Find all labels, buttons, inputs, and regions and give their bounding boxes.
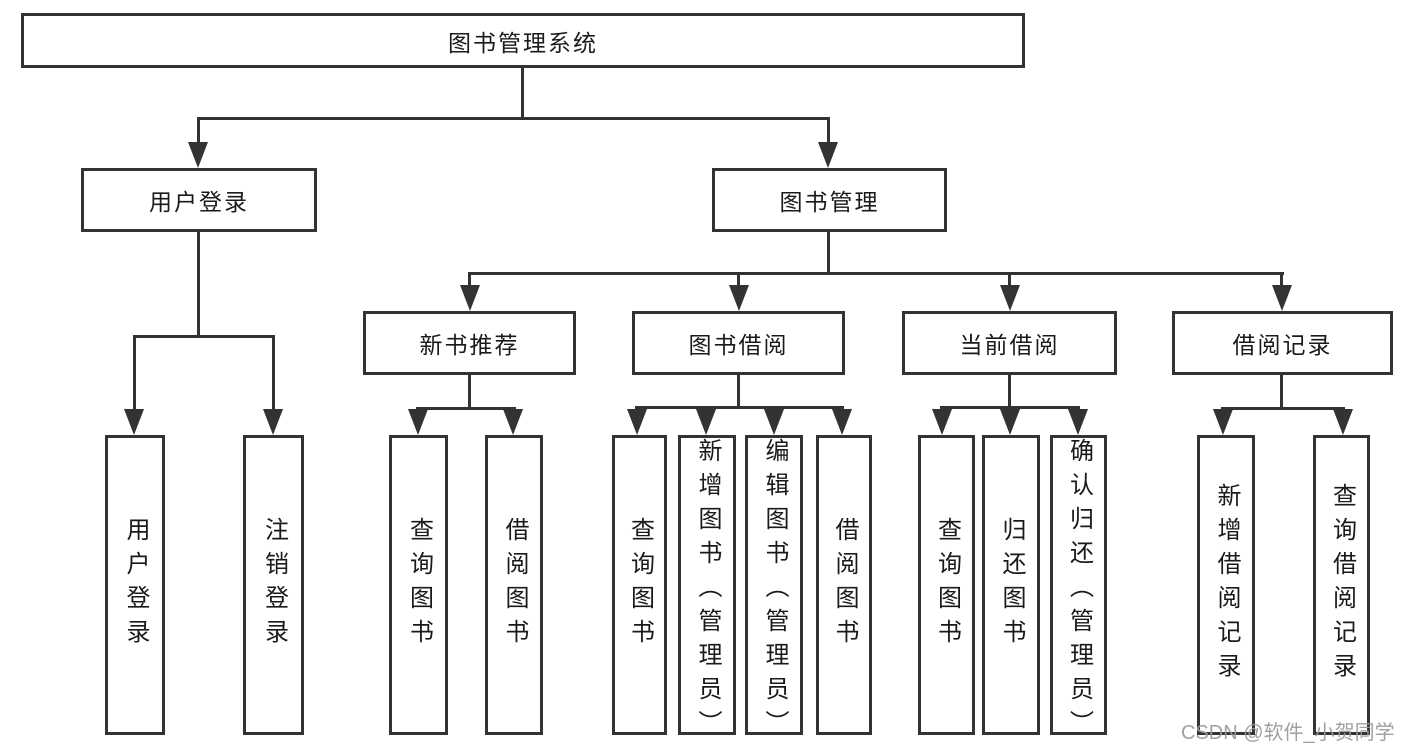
connector-level2-rail	[197, 117, 830, 120]
leaf-query-books-current: 查询图书	[918, 435, 975, 735]
node-book-management-label: 图书管理	[779, 189, 880, 215]
node-borrowing-records: 借阅记录	[1172, 311, 1393, 375]
leaf-add-books-admin-label: 新增图书（管理员）	[694, 438, 721, 744]
connector-userlogin-stem	[197, 232, 200, 338]
node-user-login-group-label: 用户登录	[149, 189, 249, 215]
connector-bookborrow-rail	[635, 406, 844, 409]
connector-records-stem	[1280, 375, 1283, 410]
node-borrowing-records-label: 借阅记录	[1232, 332, 1333, 358]
arrow-down-icon	[124, 409, 144, 435]
node-library-system-label: 图书管理系统	[448, 29, 598, 56]
leaf-query-borrow-record: 查询借阅记录	[1313, 435, 1370, 735]
arrow-shaft	[1280, 272, 1283, 290]
node-book-management: 图书管理	[712, 168, 947, 232]
connector-newbooks-rail	[416, 407, 516, 410]
arrow-down-icon	[1000, 409, 1020, 435]
connector-newbooks-stem	[468, 375, 471, 410]
arrow-down-icon	[627, 409, 647, 435]
node-new-book-recommend: 新书推荐	[363, 311, 576, 375]
csdn-watermark: CSDN @软件_小贺同学	[1181, 722, 1395, 744]
leaf-query-books-recommend-label: 查询图书	[405, 517, 433, 653]
leaf-add-borrow-record: 新增借阅记录	[1197, 435, 1255, 735]
arrow-shaft	[197, 117, 200, 147]
leaf-borrow-books-recommend-label: 借阅图书	[501, 517, 528, 653]
leaf-return-books: 归还图书	[982, 435, 1040, 735]
leaf-query-books-borrow-label: 查询图书	[626, 517, 654, 653]
arrow-shaft	[133, 335, 136, 415]
arrow-down-icon	[1068, 409, 1088, 435]
arrow-down-icon	[408, 409, 428, 435]
arrow-down-icon	[932, 409, 952, 435]
connector-level3-rail	[468, 272, 1284, 275]
connector-bookborrow-stem	[737, 375, 740, 409]
arrow-down-icon	[832, 409, 852, 435]
node-current-borrowing: 当前借阅	[902, 311, 1117, 375]
arrow-shaft	[827, 117, 830, 147]
arrow-down-icon	[1000, 285, 1020, 311]
connector-bookmgmt-stem	[827, 232, 830, 275]
arrow-down-icon	[460, 285, 480, 311]
connector-root-stem	[521, 68, 524, 120]
connector-records-rail	[1221, 407, 1345, 410]
connector-userlogin-rail	[133, 335, 275, 338]
arrow-down-icon	[696, 409, 716, 435]
arrow-shaft	[737, 272, 740, 290]
leaf-borrow-books-borrow-label: 借阅图书	[831, 517, 858, 653]
connector-currentborrow-stem	[1008, 375, 1011, 409]
arrow-down-icon	[729, 285, 749, 311]
arrow-down-icon	[764, 409, 784, 435]
node-new-book-recommend-label: 新书推荐	[419, 332, 520, 358]
arrow-shaft	[468, 272, 471, 290]
node-current-borrowing-label: 当前借阅	[959, 332, 1060, 358]
connector-currentborrow-rail	[940, 406, 1080, 409]
leaf-user-login-label: 用户登录	[122, 517, 149, 653]
leaf-add-books-admin: 新增图书（管理员）	[678, 435, 736, 744]
node-user-login-group: 用户登录	[81, 168, 317, 232]
leaf-user-login: 用户登录	[105, 435, 165, 735]
leaf-borrow-books-borrow: 借阅图书	[816, 435, 872, 735]
arrow-down-icon	[188, 142, 208, 168]
leaf-add-borrow-record-label: 新增借阅记录	[1213, 483, 1240, 687]
arrow-down-icon	[263, 409, 283, 435]
leaf-logout-login-label: 注销登录	[260, 517, 288, 653]
leaf-borrow-books-recommend: 借阅图书	[485, 435, 543, 735]
leaf-query-books-current-label: 查询图书	[933, 517, 961, 653]
arrow-down-icon	[818, 142, 838, 168]
node-book-borrowing-label: 图书借阅	[688, 332, 789, 358]
leaf-logout-login: 注销登录	[243, 435, 304, 735]
arrow-down-icon	[1333, 409, 1353, 435]
arrow-down-icon	[503, 409, 523, 435]
node-library-system: 图书管理系统	[21, 13, 1025, 68]
leaf-query-borrow-record-label: 查询借阅记录	[1328, 483, 1356, 687]
node-book-borrowing: 图书借阅	[632, 311, 845, 375]
leaf-edit-books-admin: 编辑图书（管理员）	[745, 435, 803, 744]
arrow-down-icon	[1272, 285, 1292, 311]
leaf-return-books-label: 归还图书	[998, 517, 1025, 653]
leaf-confirm-return-admin-label: 确认归还（管理员）	[1065, 438, 1093, 744]
leaf-query-books-borrow: 查询图书	[612, 435, 667, 735]
leaf-confirm-return-admin: 确认归还（管理员）	[1050, 435, 1107, 744]
leaf-query-books-recommend: 查询图书	[389, 435, 448, 735]
arrow-down-icon	[1213, 409, 1233, 435]
leaf-edit-books-admin-label: 编辑图书（管理员）	[761, 438, 788, 744]
arrow-shaft	[1008, 272, 1011, 290]
arrow-shaft	[272, 335, 275, 415]
